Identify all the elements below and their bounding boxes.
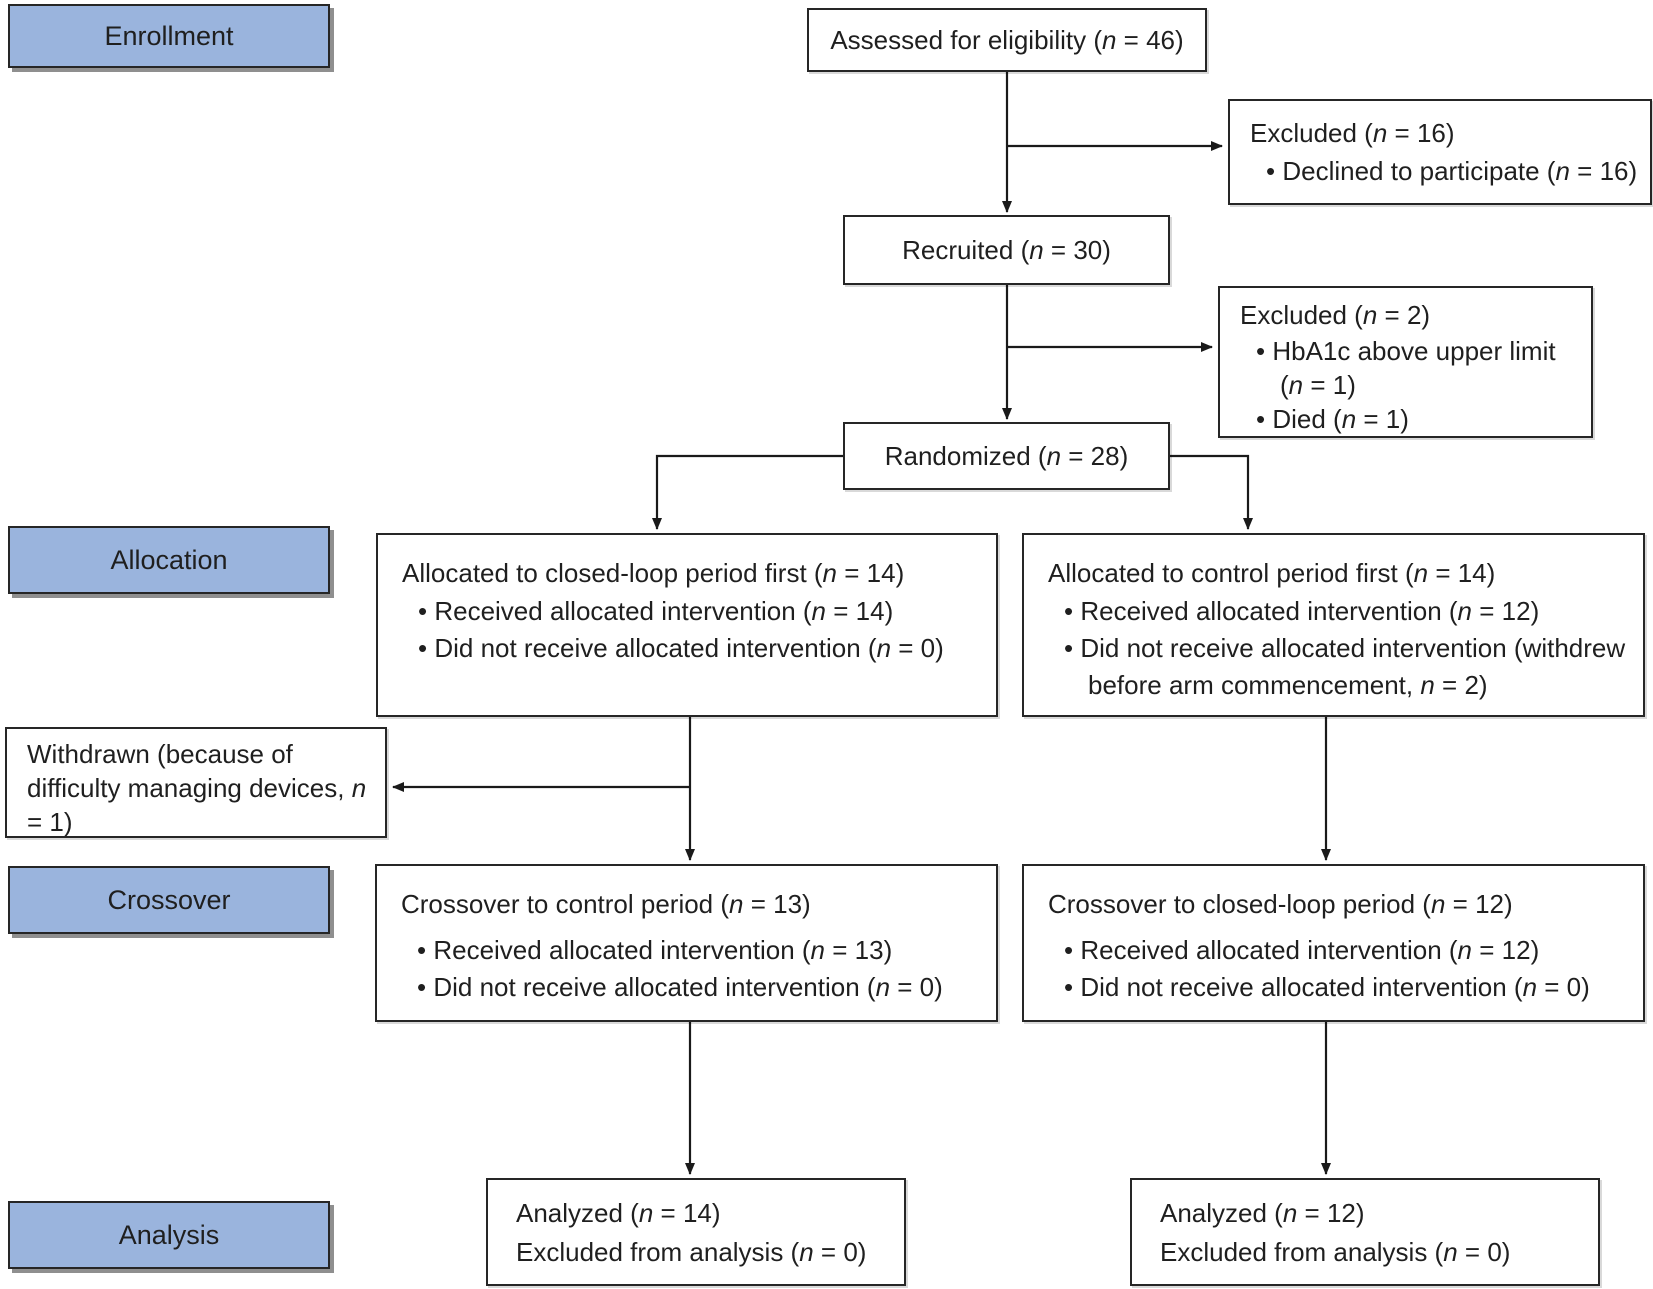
connector-randomized-to-allocation-right — [1170, 454, 1253, 530]
stage-label-analysis-text: Analysis — [118, 1220, 220, 1250]
crossover-left-box: Crossover to control period (n = 13) • R… — [375, 864, 998, 1022]
allocation-left-bullet-received: • Received allocated intervention (n = 1… — [418, 596, 894, 626]
stage-label-allocation: Allocation — [8, 526, 330, 594]
crossover-left-bullet-received: • Received allocated intervention (n = 1… — [417, 935, 893, 965]
crossover-left-bullet-not-received: • Did not receive allocated intervention… — [417, 972, 943, 1002]
crossover-right-bullet-received: • Received allocated intervention (n = 1… — [1064, 935, 1540, 965]
stage-label-analysis: Analysis — [8, 1201, 330, 1269]
excluded-2-box: Excluded (n = 2) • HbA1c above upper lim… — [1218, 286, 1593, 438]
excluded-1-title: Excluded (n = 16) — [1250, 118, 1455, 148]
crossover-right-box: Crossover to closed-loop period (n = 12)… — [1022, 864, 1645, 1022]
allocation-left-box: Allocated to closed-loop period first (n… — [376, 533, 998, 717]
analysis-right-box: Analyzed (n = 12) Excluded from analysis… — [1130, 1178, 1600, 1286]
assessed-box: Assessed for eligibility (n = 46) — [807, 8, 1207, 72]
randomized-box: Randomized (n = 28) — [843, 422, 1170, 490]
allocation-left-title: Allocated to closed-loop period first (n… — [402, 558, 905, 588]
excluded-2-bullet-died: • Died (n = 1) — [1256, 404, 1409, 434]
allocation-right-box: Allocated to control period first (n = 1… — [1022, 533, 1645, 717]
withdrawn-text: Withdrawn (because of difficulty managin… — [27, 739, 367, 837]
allocation-right-bullet-received: • Received allocated intervention (n = 1… — [1064, 596, 1540, 626]
excluded-2-bullet-hba1c: • HbA1c above upper limit (n = 1) — [1256, 336, 1556, 400]
stage-label-allocation-text: Allocation — [110, 545, 228, 575]
crossover-right-bullet-not-received: • Did not receive allocated intervention… — [1064, 972, 1590, 1002]
analysis-right-excluded: Excluded from analysis (n = 0) — [1160, 1237, 1511, 1267]
stage-label-enrollment: Enrollment — [8, 4, 330, 68]
excluded-1-box: Excluded (n = 16) • Declined to particip… — [1228, 99, 1652, 205]
randomized-title: Randomized (n = 28) — [884, 441, 1129, 471]
analysis-left-box: Analyzed (n = 14) Excluded from analysis… — [486, 1178, 906, 1286]
analysis-left-excluded: Excluded from analysis (n = 0) — [516, 1237, 867, 1267]
excluded-1-bullet-declined: • Declined to participate (n = 16) — [1266, 156, 1638, 186]
crossover-left-title: Crossover to control period (n = 13) — [401, 889, 811, 919]
allocation-left-bullet-not-received: • Did not receive allocated intervention… — [418, 633, 944, 663]
assessed-title: Assessed for eligibility (n = 46) — [830, 25, 1184, 55]
stage-label-enrollment-text: Enrollment — [104, 21, 234, 51]
analysis-left-analyzed: Analyzed (n = 14) — [516, 1198, 721, 1228]
connector-randomized-to-allocation-left — [652, 454, 843, 530]
excluded-2-title: Excluded (n = 2) — [1240, 300, 1431, 330]
allocation-right-bullet-not-received: • Did not receive allocated intervention… — [1064, 633, 1626, 700]
recruited-box: Recruited (n = 30) — [843, 215, 1170, 285]
analysis-right-analyzed: Analyzed (n = 12) — [1160, 1198, 1365, 1228]
stage-label-crossover: Crossover — [8, 866, 330, 934]
crossover-right-title: Crossover to closed-loop period (n = 12) — [1048, 889, 1513, 919]
recruited-title: Recruited (n = 30) — [902, 235, 1111, 265]
stage-label-crossover-text: Crossover — [107, 885, 231, 915]
allocation-right-title: Allocated to control period first (n = 1… — [1048, 558, 1496, 588]
withdrawn-box: Withdrawn (because of difficulty managin… — [5, 727, 387, 838]
